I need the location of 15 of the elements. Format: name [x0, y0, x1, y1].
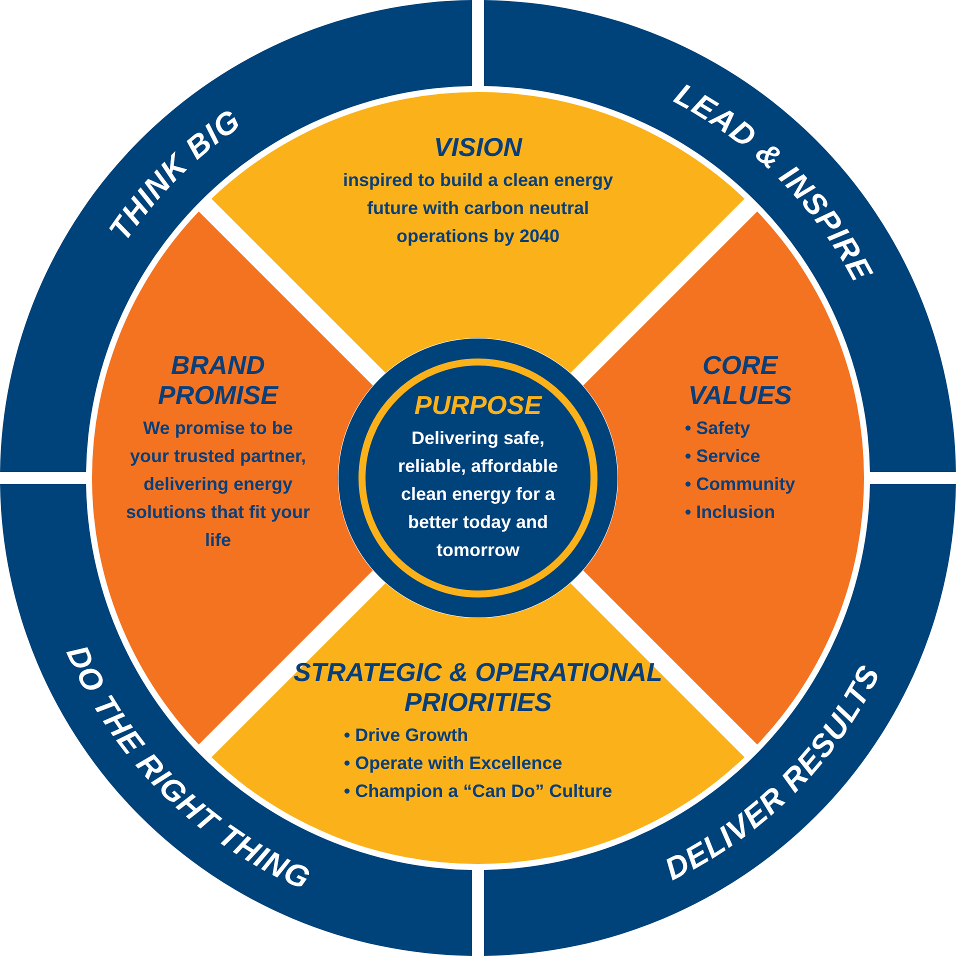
bullet-item: • Community: [684, 473, 796, 496]
body-text: We promise to be your trusted partner, delivering energy solutions that fit your life: [125, 417, 311, 552]
heading: PURPOSE: [413, 390, 544, 420]
body-text: Delivering safe, reliable, affordable clean energy for a better today and tomorrow: [396, 427, 560, 562]
heading: BRAND PROMISE: [157, 350, 280, 410]
heading: STRATEGIC & OPERATIONAL PRIORITIES: [292, 657, 664, 717]
bullet-item: • Operate with Excellence: [344, 752, 564, 775]
heading: CORE VALUES: [687, 350, 793, 410]
bullet-item: • Inclusion: [684, 501, 776, 524]
bullet-item: • Service: [684, 445, 762, 468]
bullet-item: • Safety: [684, 417, 752, 440]
body-text: inspired to build a clean energy future with carbon neutral operations by 2040: [342, 169, 614, 248]
heading: VISION: [432, 132, 524, 162]
bullet-item: • Champion a “Can Do” Culture: [344, 780, 612, 803]
bullet-item: • Drive Growth: [344, 724, 470, 747]
